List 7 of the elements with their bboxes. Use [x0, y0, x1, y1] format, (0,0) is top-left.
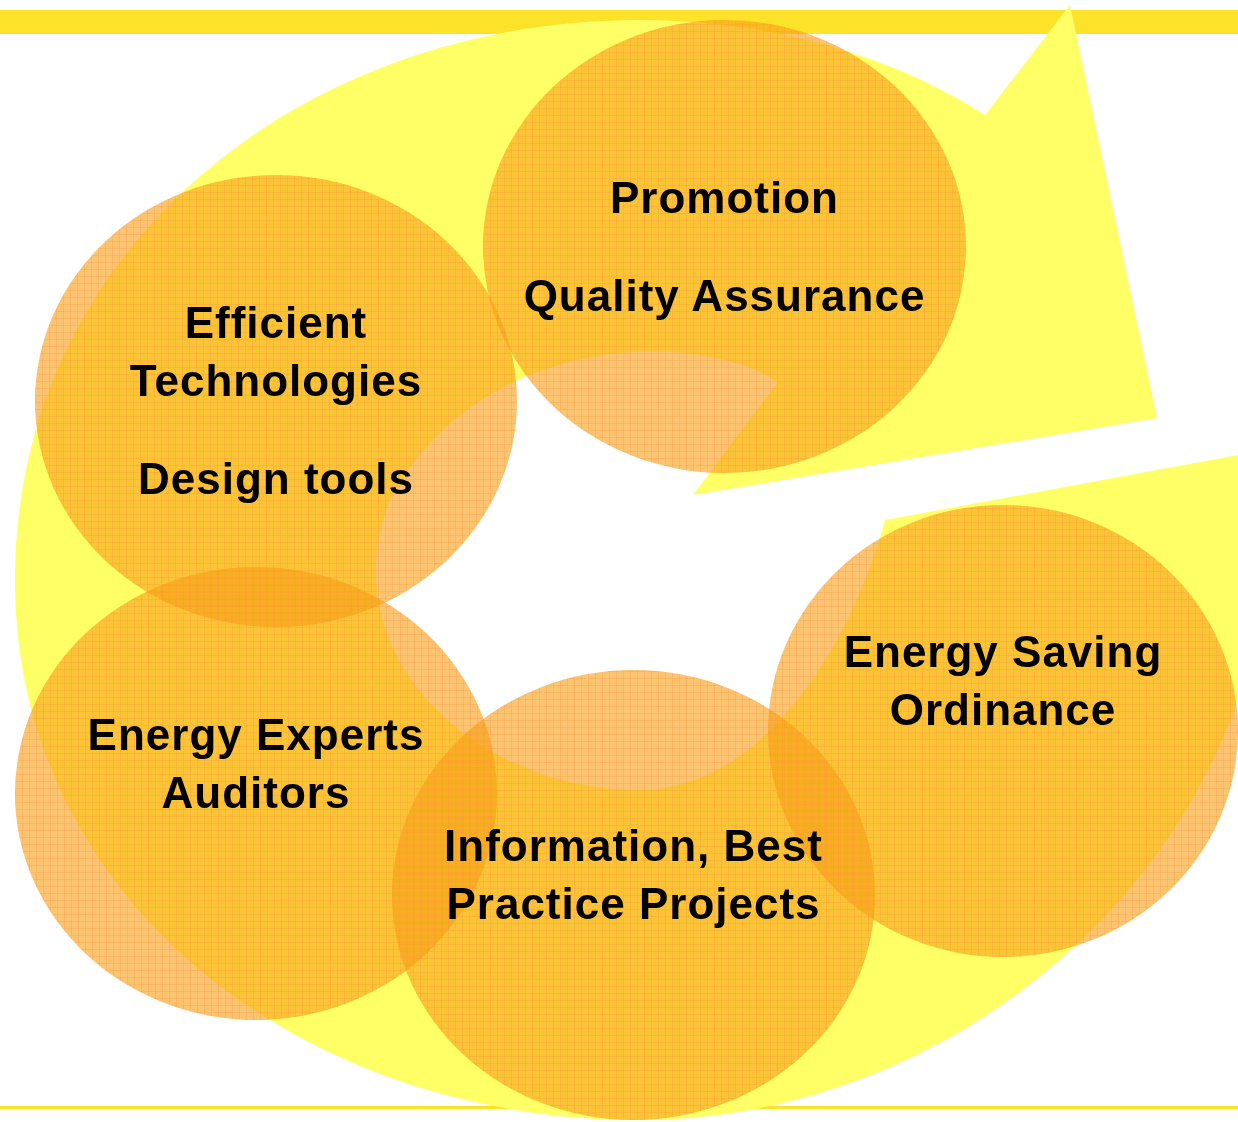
- topic-label: Energy Saving Ordinance: [842, 626, 1164, 736]
- topic-label: Design tools: [137, 453, 415, 505]
- topic-label: Quality Assurance: [522, 269, 927, 322]
- topic-label: Efficient Technologies: [128, 297, 424, 407]
- topic-label: Information, Best Practice Projects: [443, 820, 824, 930]
- topic-label: Promotion: [609, 171, 840, 224]
- topic-label: Energy Experts Auditors: [86, 708, 426, 819]
